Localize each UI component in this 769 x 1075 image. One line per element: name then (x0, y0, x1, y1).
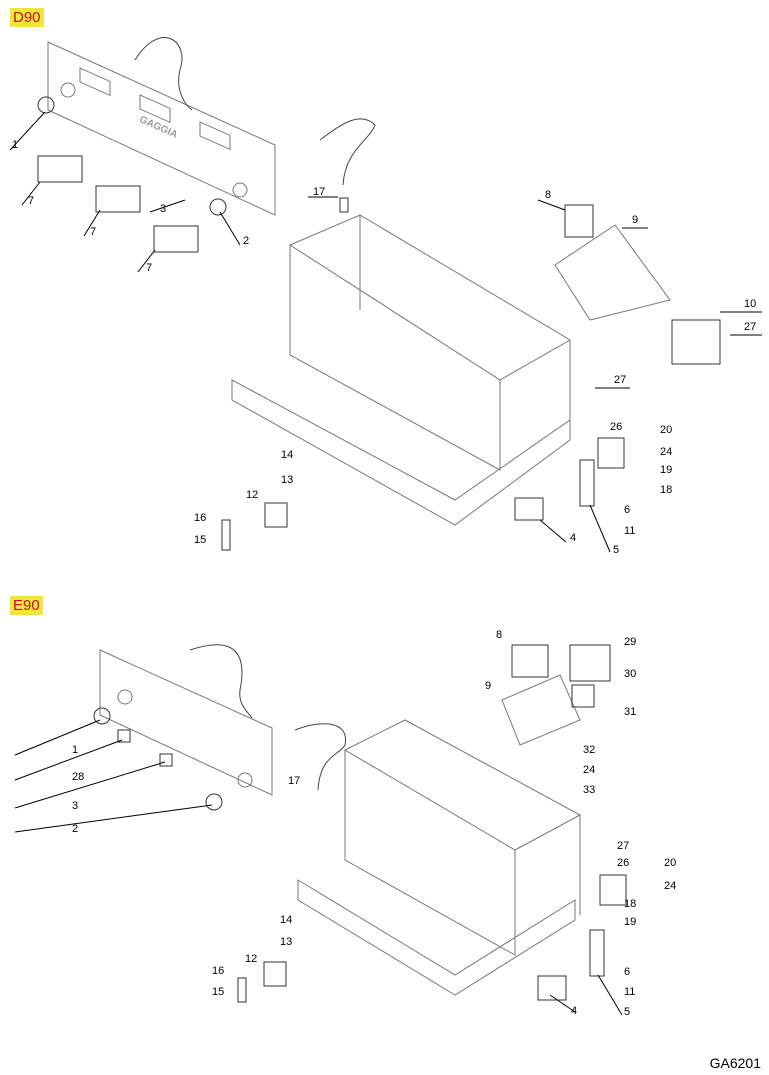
d90-front-panel (47, 37, 376, 216)
callout: 24 (660, 446, 673, 458)
drawing-code: GA6201 (709, 1055, 761, 1071)
callout: 27 (614, 374, 627, 386)
callout: 29 (624, 636, 637, 648)
callout: 13 (281, 474, 294, 486)
callout: 26 (610, 421, 623, 433)
callout: 7 (146, 262, 153, 274)
callout: 27 (617, 840, 630, 852)
callout: 9 (632, 214, 639, 226)
e90-frame (237, 644, 627, 1003)
callout: 2 (243, 235, 250, 247)
callout: 19 (624, 916, 637, 928)
callout: 7 (90, 226, 97, 238)
callout: 30 (624, 668, 637, 680)
callout: 20 (664, 857, 677, 869)
callout: 2 (72, 823, 79, 835)
callout: 32 (583, 744, 596, 756)
callout: 28 (72, 771, 85, 783)
section-badge-e90: E90 (10, 596, 43, 615)
callout: 15 (194, 534, 207, 546)
callout: 26 (617, 857, 630, 869)
callout: 33 (583, 784, 596, 796)
callout: 24 (664, 880, 677, 892)
callout: 19 (660, 464, 673, 476)
section-badge-d90: D90 (10, 8, 44, 27)
callout: 10 (744, 298, 757, 310)
callout: 16 (194, 512, 207, 524)
callout: 6 (624, 966, 631, 978)
callout: 5 (624, 1006, 631, 1018)
callout: 18 (624, 898, 637, 910)
callout: 11 (624, 986, 636, 998)
callout: 24 (583, 764, 596, 776)
callout: 31 (624, 706, 637, 718)
callout: 8 (545, 189, 552, 201)
callout: 17 (313, 186, 326, 198)
callout: 3 (72, 800, 79, 812)
d90-frame (221, 204, 721, 551)
callout: 6 (624, 504, 631, 516)
callout: 4 (571, 1005, 578, 1017)
callout: 27 (744, 321, 757, 333)
callout: 3 (160, 203, 167, 215)
callout: 20 (660, 424, 673, 436)
callout: 7 (28, 195, 35, 207)
d90-knobs-switches (37, 96, 349, 253)
callout: 5 (613, 544, 620, 556)
leader-lines (9, 111, 762, 1016)
callout: 9 (485, 680, 492, 692)
callout: 1 (72, 744, 79, 756)
e90-front-panel (93, 644, 346, 811)
callout: 15 (212, 986, 225, 998)
callout: 16 (212, 965, 225, 977)
callout: 17 (288, 775, 301, 787)
callout: 4 (570, 532, 577, 544)
callout: 18 (660, 484, 673, 496)
callout: 11 (624, 525, 636, 537)
callout: 12 (246, 489, 259, 501)
callout: 14 (281, 449, 294, 461)
callout: 13 (280, 936, 293, 948)
callout: 12 (245, 953, 258, 965)
callout: 8 (496, 629, 503, 641)
callout: 1 (12, 139, 19, 151)
callout: 14 (280, 914, 293, 926)
